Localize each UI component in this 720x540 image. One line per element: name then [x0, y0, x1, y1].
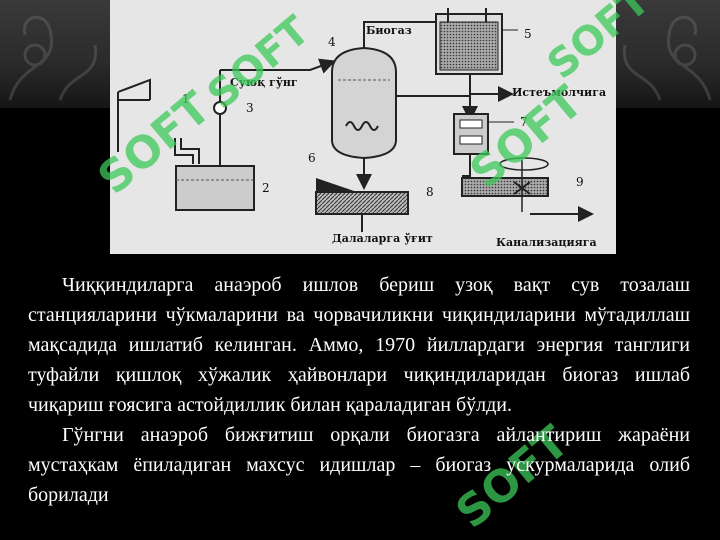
label-number-9: 9: [576, 175, 584, 189]
label-sewage: Канализацияга: [496, 236, 597, 249]
label-number-1: 1: [182, 92, 190, 106]
label-number-3: 3: [246, 101, 254, 115]
biogas-plant-diagram: 1 2 3 4 5 6 7 8 9 Суюқ гўнг Биогаз Истеъ…: [110, 0, 616, 254]
paragraph: Гўнгни анаэроб бижғитиш орқали биогазга …: [28, 424, 690, 506]
heat-exchanger: [453, 113, 489, 155]
label-number-6: 6: [308, 151, 316, 165]
sewage-tank: [461, 157, 549, 212]
barn-component: [117, 78, 151, 152]
ornament-left-icon: [8, 15, 98, 101]
label-number-5: 5: [524, 27, 532, 41]
label-consumer: Истеъмолчига: [512, 86, 606, 99]
label-number-2: 2: [262, 181, 270, 195]
label-number-8: 8: [426, 185, 434, 199]
pump-icon: [213, 101, 227, 115]
label-number-4: 4: [328, 35, 336, 49]
manure-bed: [315, 191, 409, 215]
label-biogas: Биогаз: [366, 24, 412, 37]
paragraph: Чиққиндиларга анаэроб ишлов бериш узоқ в…: [28, 274, 690, 416]
digester-tank: [331, 46, 397, 160]
label-number-7: 7: [520, 115, 528, 129]
collecting-tank: [175, 165, 255, 211]
label-liquid-manure: Суюқ гўнг: [230, 76, 298, 89]
body-text: Чиққиндиларга анаэроб ишлов бериш узоқ в…: [28, 270, 690, 510]
heater-coil: [345, 121, 379, 131]
gas-holder: [435, 8, 503, 75]
label-field-manure: Далаларга ўғит: [332, 232, 433, 245]
ornament-right-icon: [622, 15, 712, 101]
